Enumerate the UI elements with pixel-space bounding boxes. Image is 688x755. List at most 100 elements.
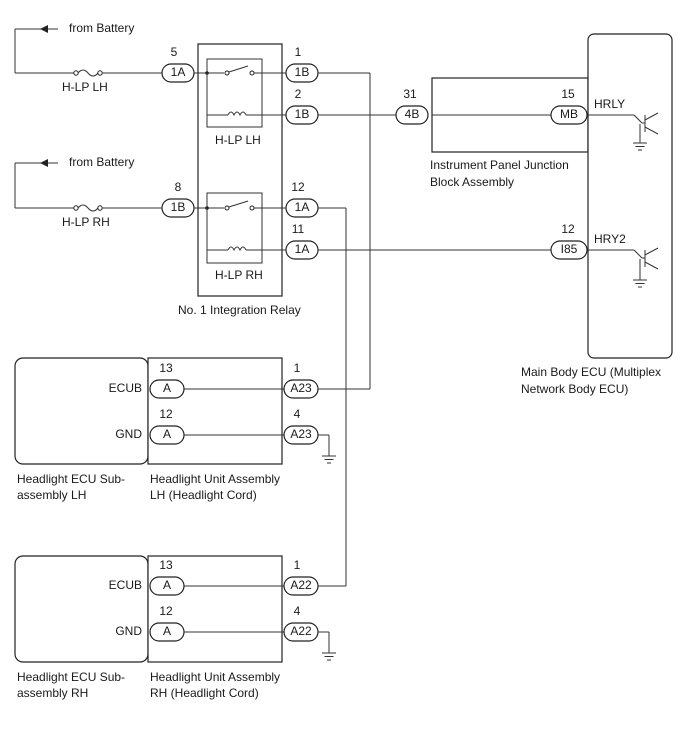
main-body-ecu: Main Body ECU (Multiplex Network Body EC… (521, 33, 673, 396)
arrow-icon (40, 25, 48, 33)
pin-number: 12 (159, 407, 173, 421)
switch-contact-icon (224, 70, 230, 76)
coil-icon (227, 111, 247, 117)
transistor-icon (642, 112, 659, 135)
connector-code: 1B (295, 107, 310, 121)
headlight-ecu-lh: ECUB GND Headlight ECU Sub- assembly LH (14, 357, 149, 502)
headlight-ecu-rh: ECUB GND Headlight ECU Sub- assembly RH (14, 555, 149, 700)
pin-number: 2 (295, 87, 302, 101)
headlight-unit-rh: Headlight Unit Assembly RH (Headlight Co… (147, 555, 284, 700)
connector-code: 1B (295, 65, 310, 79)
connector-1b-out: 1 1B (285, 45, 319, 83)
connector-i85: 12 I85 (550, 222, 588, 260)
gnd-terminal: GND (115, 624, 142, 638)
battery-label: from Battery (69, 155, 134, 169)
integration-relay: No. 1 Integration Relay H-LP LH H-LP RH (178, 43, 301, 317)
ground-icon (633, 142, 647, 151)
connector-code: 4B (405, 107, 420, 121)
pin-number: 4 (294, 604, 301, 618)
switch-contact-icon (224, 205, 230, 211)
connector-code: A (163, 624, 171, 638)
pin-number: 8 (175, 180, 182, 194)
unit-lh-label-line2: LH (Headlight Cord) (150, 488, 257, 502)
pin-number: 13 (159, 558, 173, 572)
main-ecu-label-line1: Main Body ECU (Multiplex (521, 365, 661, 379)
connector-rh-gnd-a22: 4 A22 (283, 604, 319, 642)
ground-icon (633, 279, 647, 288)
connector-1a-out: 12 1A (285, 180, 319, 218)
hry2-terminal: HRY2 (594, 232, 626, 246)
pin-number: 5 (171, 45, 178, 59)
pin-number: 11 (292, 222, 305, 236)
switch-contact-icon (249, 70, 255, 76)
connector-lh-gnd-a: 12 A (149, 407, 185, 445)
pin-number: 1 (294, 558, 301, 572)
pin-number: 12 (291, 180, 305, 194)
relay-rh-label: H-LP RH (215, 268, 263, 282)
connector-1a-in: 5 1A (161, 45, 195, 83)
switch-contact-icon (249, 205, 255, 211)
ecu-lh-label-line2: assembly LH (17, 488, 86, 502)
fuse-icon (73, 204, 103, 212)
ipjb-label-line1: Instrument Panel Junction (430, 158, 569, 172)
connector-code: 1B (171, 200, 186, 214)
connector-lh-ecub-a: 13 A (149, 361, 185, 399)
connector-code: 1A (295, 200, 310, 214)
pin-number: 4 (294, 407, 301, 421)
ipjb-label-line2: Block Assembly (430, 175, 514, 189)
connector-code: MB (560, 107, 578, 121)
hrly-terminal: HRLY (594, 97, 625, 111)
ecub-terminal: ECUB (109, 578, 142, 592)
ecu-lh-label-line1: Headlight ECU Sub- (17, 472, 125, 486)
unit-rh-label-line1: Headlight Unit Assembly (150, 670, 280, 684)
pin-number: 15 (561, 87, 575, 101)
connector-code: 1A (171, 65, 186, 79)
connector-1a-coil: 11 1A (285, 222, 319, 260)
transistor-icon (642, 247, 659, 270)
battery-label: from Battery (69, 21, 134, 35)
connector-code: I85 (561, 242, 578, 256)
connector-1b-coil: 2 1B (285, 87, 319, 125)
relay-lh-label: H-LP LH (215, 133, 261, 147)
battery-feed-rh: from Battery H-LP RH (14, 155, 162, 229)
ecu-rh-label-line1: Headlight ECU Sub- (17, 670, 125, 684)
fuse-label: H-LP LH (62, 80, 108, 94)
connector-code: A23 (290, 381, 312, 395)
connector-4b: 31 4B (395, 87, 429, 125)
connector-rh-gnd-a: 12 A (149, 604, 185, 642)
pin-number: 12 (561, 222, 575, 236)
connector-code: A (163, 578, 171, 592)
connector-lh-ecub-a23: 1 A23 (283, 361, 319, 399)
ecub-terminal: ECUB (109, 381, 142, 395)
connector-code: A23 (290, 427, 312, 441)
main-ecu-label-line2: Network Body ECU) (521, 382, 628, 396)
pin-number: 12 (159, 604, 173, 618)
connector-code: A22 (290, 578, 312, 592)
relay-name: No. 1 Integration Relay (178, 303, 301, 317)
connector-code: A (163, 427, 171, 441)
pin-number: 13 (159, 361, 173, 375)
unit-rh-label-line2: RH (Headlight Cord) (150, 686, 259, 700)
connector-mb: 15 MB (550, 87, 588, 125)
fuse-icon (73, 69, 103, 77)
headlight-unit-lh: Headlight Unit Assembly LH (Headlight Co… (147, 357, 284, 502)
ground-icon (322, 455, 336, 464)
pin-number: 31 (403, 87, 417, 101)
fuse-label: H-LP RH (62, 215, 110, 229)
battery-feed-lh: from Battery H-LP LH (14, 21, 162, 94)
pin-number: 1 (295, 45, 302, 59)
ground-icon (322, 652, 336, 661)
ecu-rh-label-line2: assembly RH (17, 686, 88, 700)
connector-code: A22 (290, 624, 312, 638)
connector-rh-ecub-a22: 1 A22 (283, 558, 319, 596)
connector-rh-ecub-a: 13 A (149, 558, 185, 596)
gnd-terminal: GND (115, 427, 142, 441)
connector-1b-in: 8 1B (161, 180, 195, 218)
connector-lh-gnd-a23: 4 A23 (283, 407, 319, 445)
unit-lh-label-line1: Headlight Unit Assembly (150, 472, 280, 486)
connector-code: 1A (295, 242, 310, 256)
coil-icon (227, 246, 247, 252)
pin-number: 1 (294, 361, 301, 375)
arrow-icon (40, 159, 48, 167)
